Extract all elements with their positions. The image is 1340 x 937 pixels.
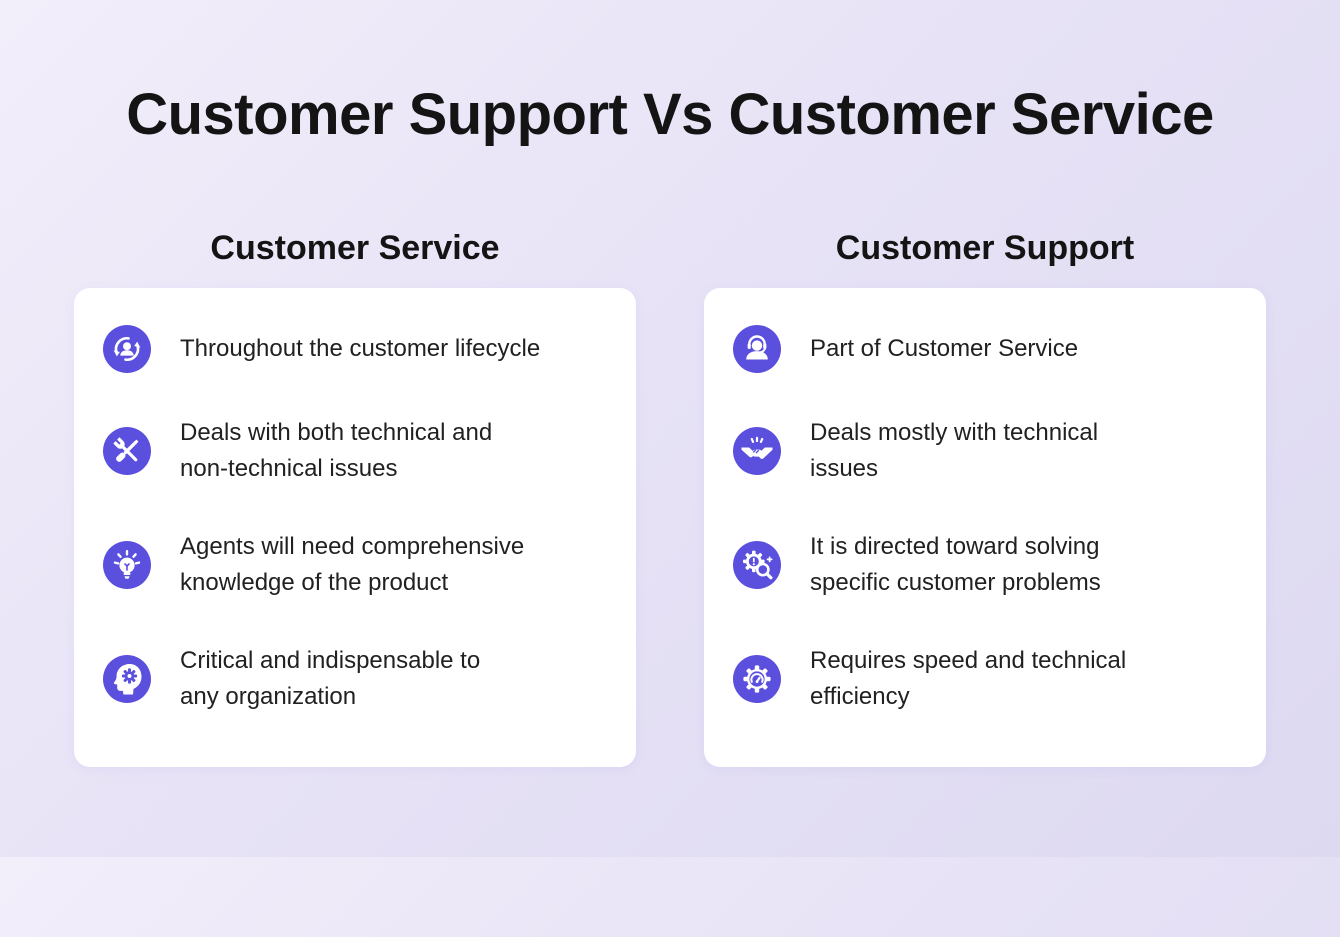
list-item: Deals mostly with technical issues [733, 415, 1237, 487]
speed-gauge-gear-icon [733, 655, 781, 703]
item-text: Throughout the customer lifecycle [180, 335, 541, 362]
list-item: Critical and indispensable to any organi… [103, 643, 607, 715]
item-text: Requires speed and technical efficiency [810, 647, 1127, 710]
item-text: It is directed toward solving specific c… [810, 533, 1101, 596]
item-text: Deals mostly with technical issues [810, 419, 1099, 482]
support-agent-icon [733, 325, 781, 373]
list-item: Part of Customer Service [733, 325, 1237, 373]
list-item: Throughout the customer lifecycle [103, 325, 607, 373]
handshake-icon [733, 427, 781, 475]
list-item: It is directed toward solving specific c… [733, 529, 1237, 601]
item-text: Agents will need comprehensive knowledge… [180, 533, 525, 596]
list-item: Deals with both technical and non-techni… [103, 415, 607, 487]
customer-support-header: Customer Support [835, 229, 1135, 267]
customer-service-column: Customer Service [74, 226, 636, 767]
customer-support-card: Part of Customer Service [704, 288, 1266, 767]
item-text: Deals with both technical and non-techni… [180, 419, 493, 482]
list-item: Agents will need comprehensive knowledge… [103, 529, 607, 601]
troubleshooting-icon [733, 541, 781, 589]
lightbulb-icon [103, 541, 151, 589]
item-text: Part of Customer Service [810, 335, 1079, 362]
customer-service-card: Throughout the customer lifecycle [74, 288, 636, 767]
mind-gear-icon [103, 655, 151, 703]
customer-service-header: Customer Service [210, 229, 500, 267]
comparison-columns: Customer Service [0, 226, 1340, 767]
item-text: Critical and indispensable to any organi… [180, 647, 481, 710]
customer-lifecycle-icon [103, 325, 151, 373]
page-title: Customer Support Vs Customer Service [126, 82, 1214, 147]
tools-icon [103, 427, 151, 475]
list-item: Requires speed and technical efficiency [733, 643, 1237, 715]
customer-support-column: Customer Support [704, 226, 1266, 767]
